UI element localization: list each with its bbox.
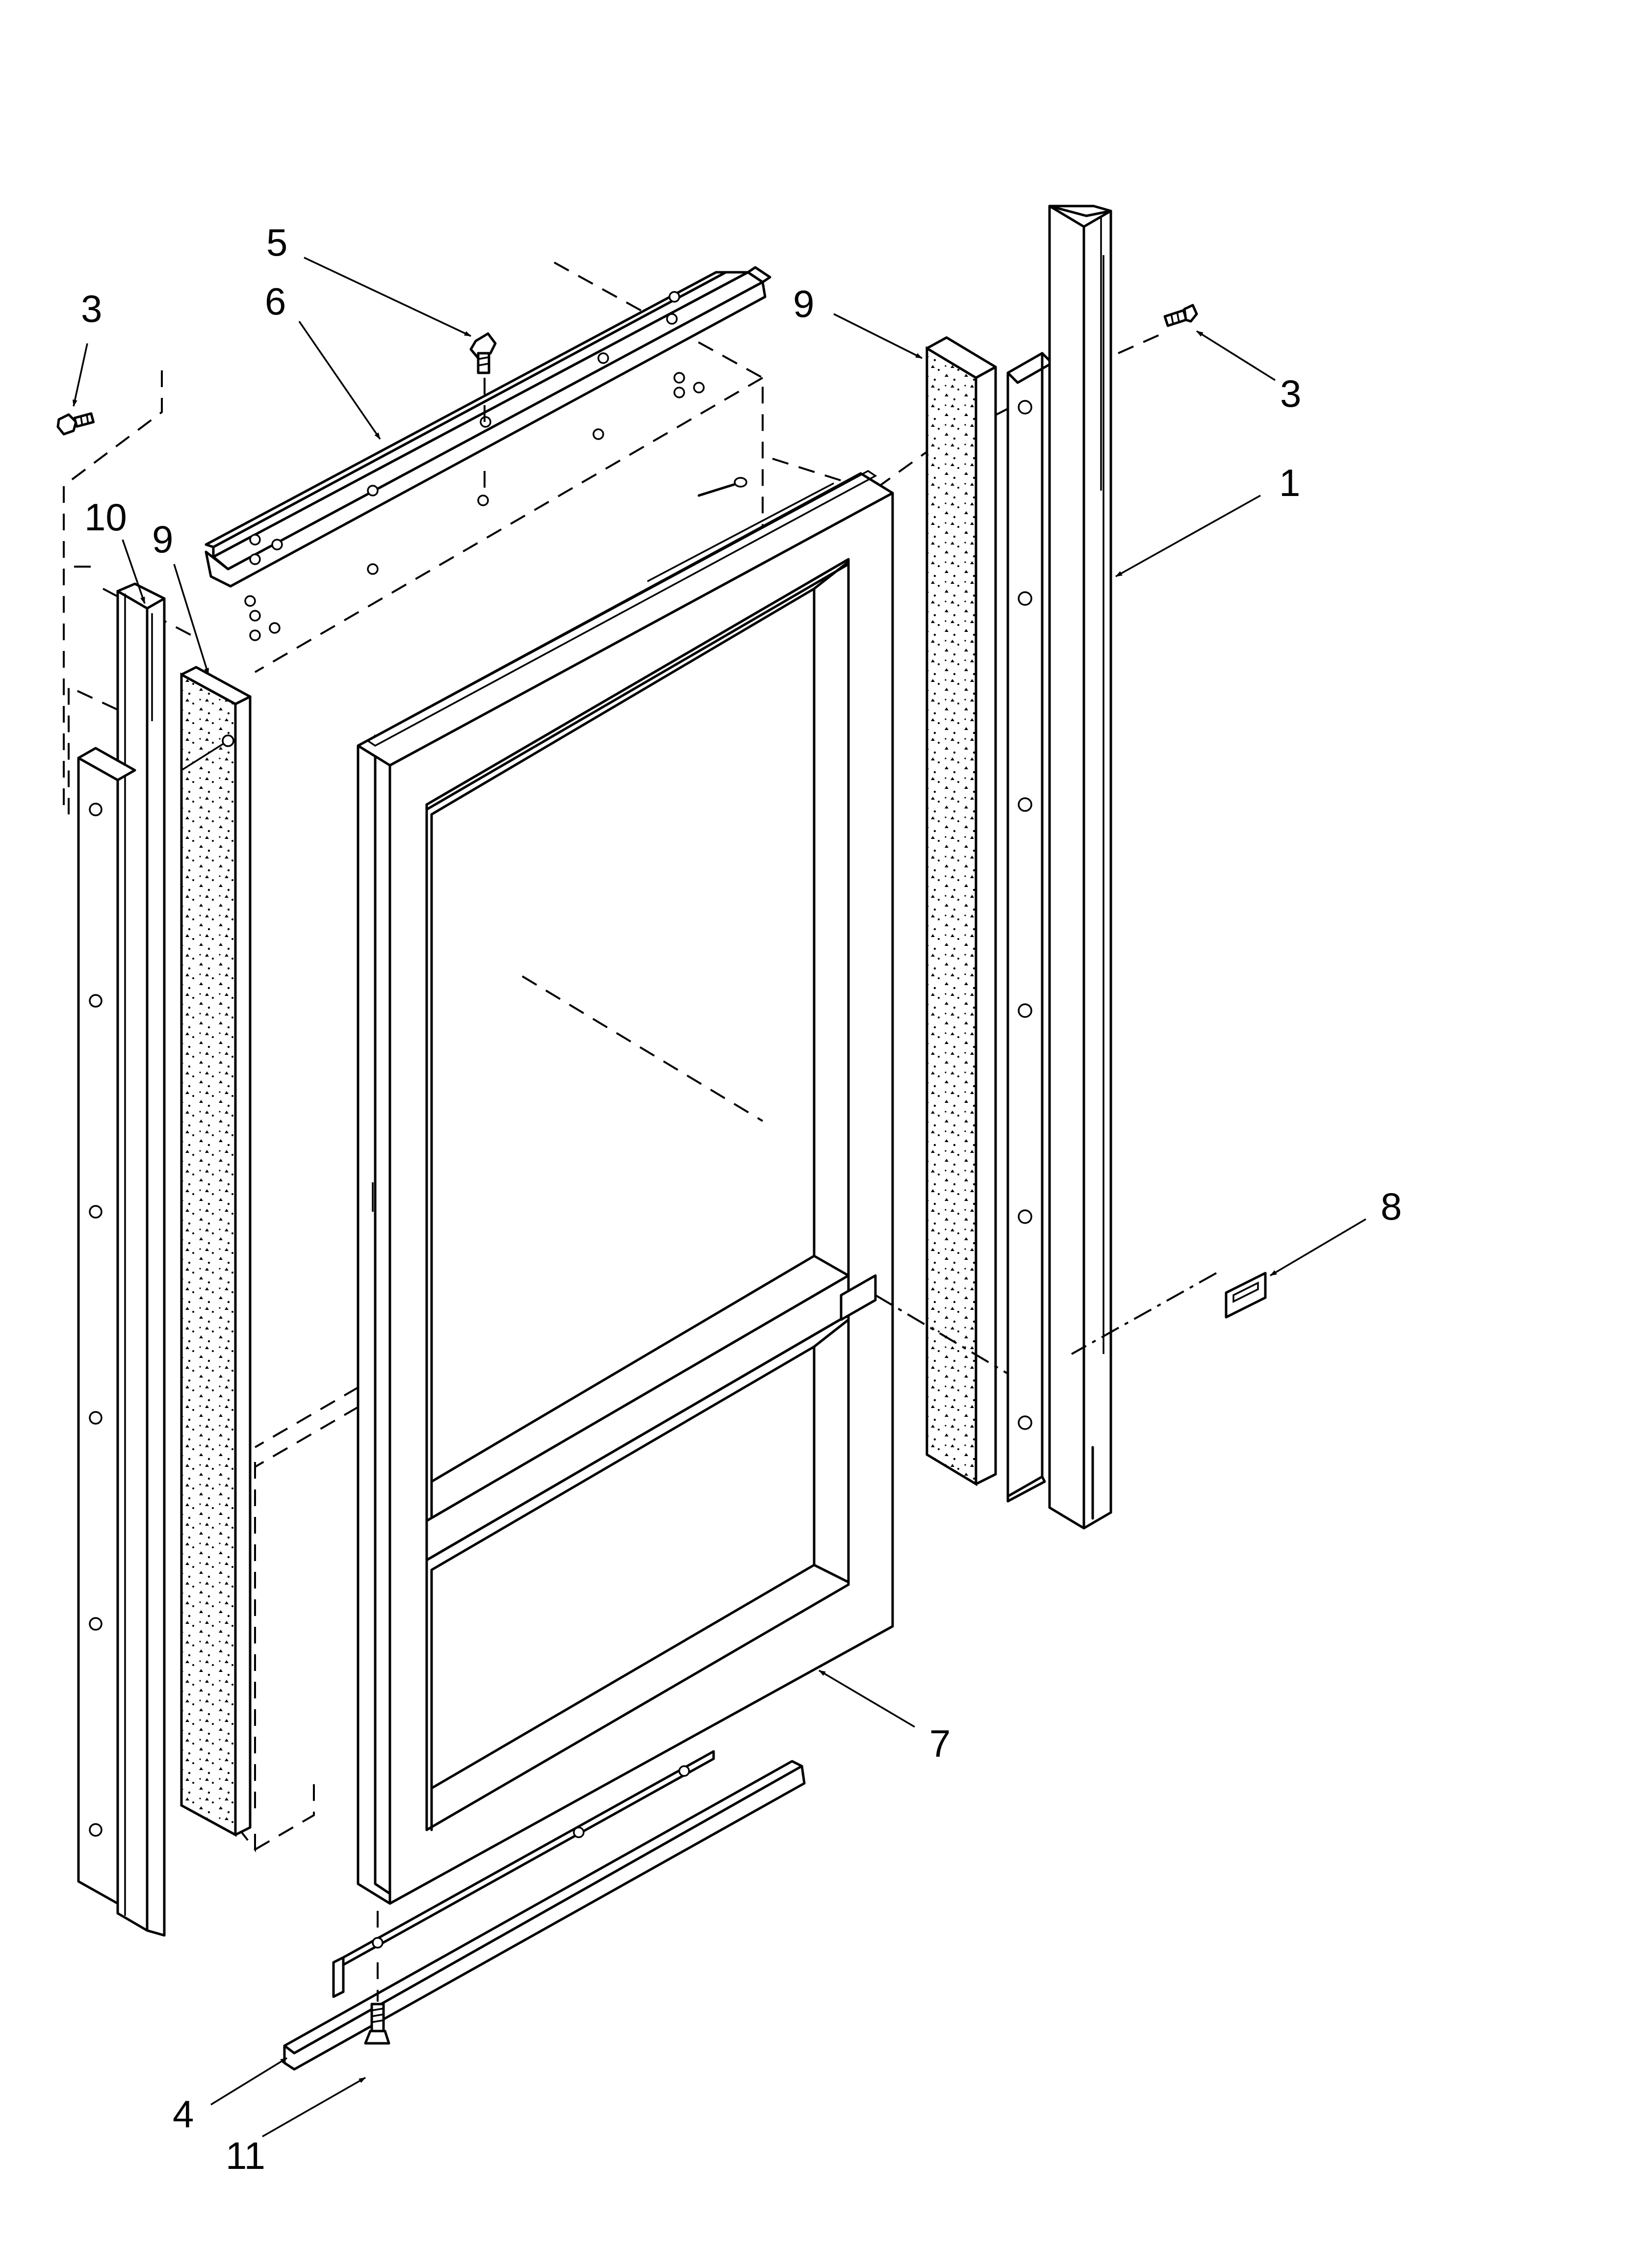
part-11-screw bbox=[364, 1962, 390, 2045]
part-3-screw-left bbox=[56, 412, 95, 436]
right-hinge-plate bbox=[1006, 352, 1053, 1503]
part-9-left-foam-strip bbox=[180, 666, 252, 1837]
part-7-door-frame bbox=[357, 469, 894, 1905]
part-1-right-channel bbox=[1048, 205, 1112, 1530]
callout-label-7: 7 bbox=[929, 1722, 951, 1765]
callout-label-11: 11 bbox=[226, 2134, 265, 2177]
callout-label-3-right: 3 bbox=[1280, 372, 1302, 415]
callout-label-6: 6 bbox=[265, 280, 286, 323]
hinge-pin bbox=[697, 477, 747, 497]
callout-label-9-left: 9 bbox=[152, 518, 174, 561]
callout-label-9-top-right: 9 bbox=[793, 282, 815, 325]
callout-label-3-top-left: 3 bbox=[81, 287, 103, 330]
callout-label-8: 8 bbox=[1381, 1185, 1402, 1228]
part-8-clip bbox=[874, 1272, 1267, 1375]
callout-leaders bbox=[72, 257, 1366, 2138]
left-hinge-plate bbox=[77, 747, 136, 1905]
callout-label-1: 1 bbox=[1279, 461, 1301, 504]
part-3-screw-right bbox=[1118, 304, 1198, 354]
callout-label-10: 10 bbox=[84, 495, 127, 539]
callout-label-4: 4 bbox=[173, 2092, 194, 2136]
part-5-screw bbox=[469, 332, 497, 498]
part-9-right-foam-strip bbox=[925, 336, 997, 1486]
part-6-top-bracket bbox=[205, 266, 771, 641]
callout-label-5: 5 bbox=[266, 221, 288, 264]
part-10-left-trim-strip bbox=[116, 582, 166, 1937]
